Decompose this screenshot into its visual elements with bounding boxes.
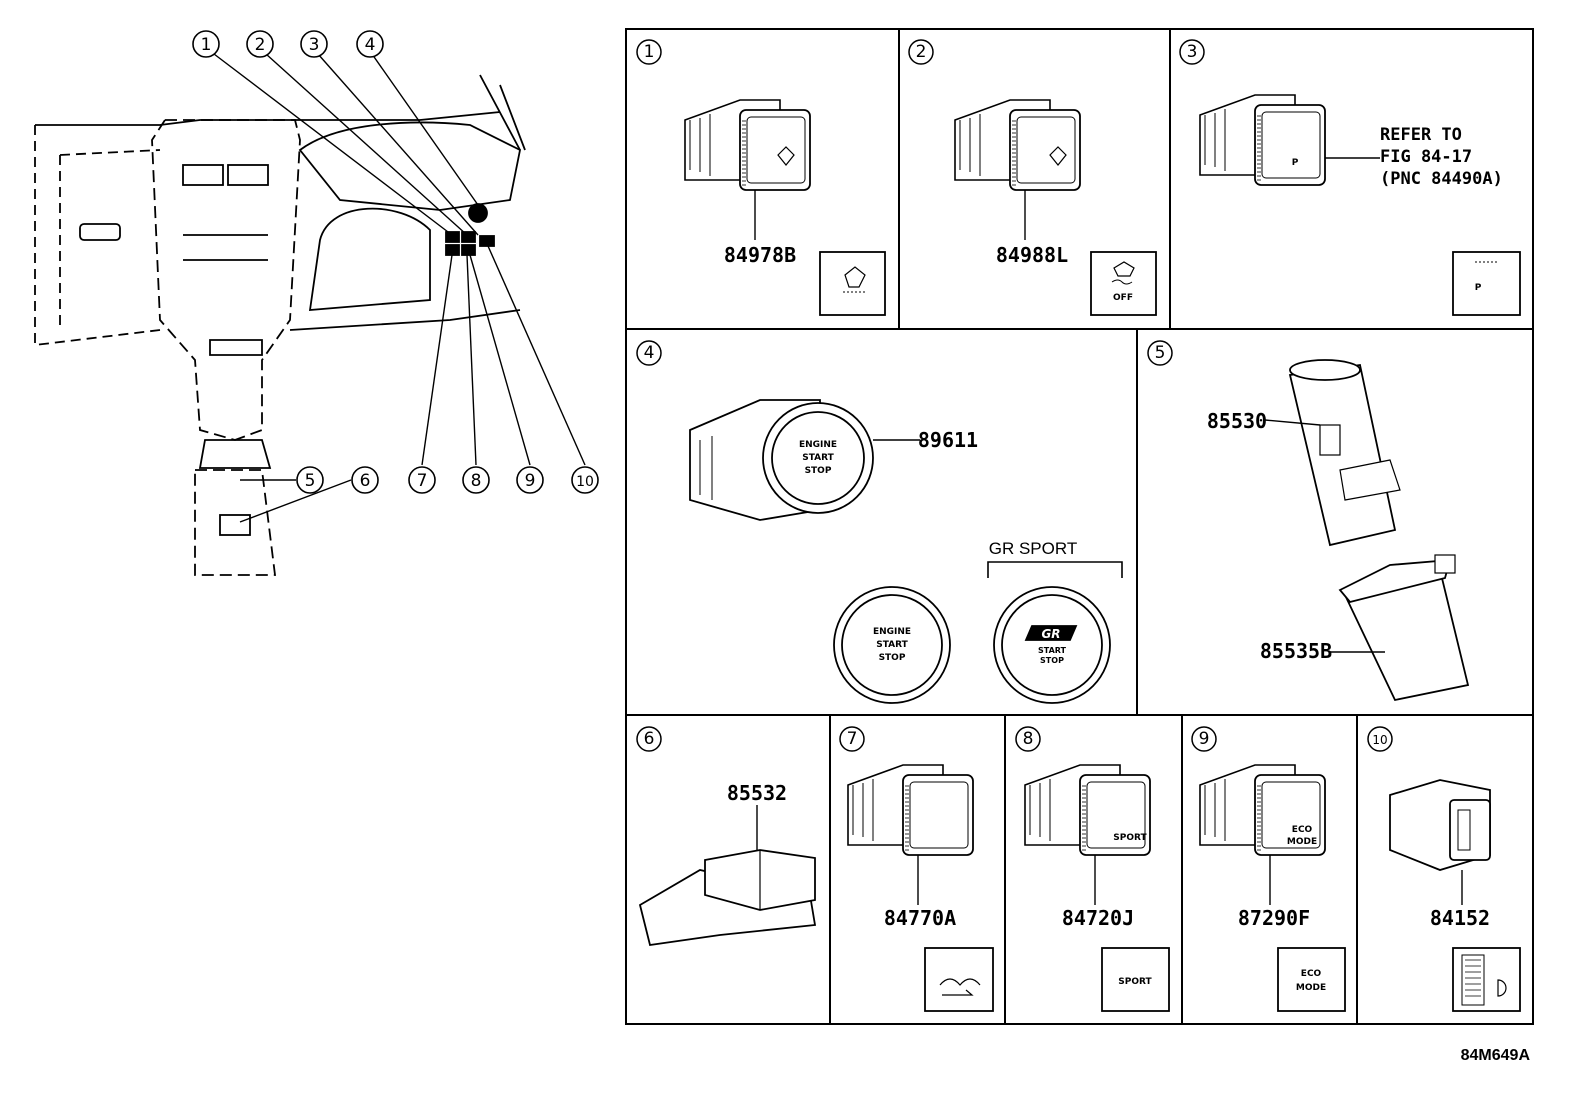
panel-3-refer-line-1: REFER TO bbox=[1380, 125, 1462, 145]
callout-1-label: 1 bbox=[201, 35, 212, 55]
callout-5-label: 5 bbox=[305, 471, 316, 491]
panel-2-switch-drawing bbox=[954, 99, 1157, 316]
callout-6-label: 6 bbox=[360, 471, 371, 491]
callout-leaders bbox=[213, 53, 586, 523]
panel-3-icon-text: P bbox=[1475, 283, 1482, 293]
panel-8-part-number: 84720J bbox=[1062, 906, 1134, 930]
engine-btn2-line-2: START bbox=[876, 640, 908, 650]
panel-9-switch-drawing bbox=[1199, 764, 1346, 1012]
figure-code: 84M649A bbox=[1461, 1047, 1531, 1064]
callout-10-label: 10 bbox=[576, 474, 594, 490]
panel-10-part-number: 84152 bbox=[1430, 906, 1490, 930]
engine-btn-line-2: START bbox=[802, 453, 834, 463]
callout-circles bbox=[192, 30, 599, 494]
panel-5-part-b: 85535B bbox=[1260, 639, 1332, 663]
parts-grid-frame bbox=[625, 28, 1534, 1025]
panel-8-switch-text: SPORT bbox=[1113, 833, 1147, 843]
panel-7-part-number: 84770A bbox=[884, 906, 956, 930]
panel-3-switch-icon: P bbox=[1292, 158, 1299, 168]
panel-9-part-number: 87290F bbox=[1238, 906, 1310, 930]
gr-btn-line-1: START bbox=[1038, 646, 1067, 655]
panel-7-switch-drawing bbox=[847, 764, 994, 1012]
panel-1-switch-drawing bbox=[684, 99, 886, 316]
panel-1-part-number: 84978B bbox=[724, 243, 796, 267]
panel-9-icon-line-2: MODE bbox=[1296, 983, 1326, 993]
engine-btn2-line-3: STOP bbox=[879, 653, 906, 663]
callout-3-label: 3 bbox=[309, 35, 320, 55]
callout-2-label: 2 bbox=[255, 35, 266, 55]
panel-7-number: 7 bbox=[847, 729, 858, 749]
panel-2-number: 2 bbox=[916, 42, 927, 62]
panel-9-switch-line-2: MODE bbox=[1287, 837, 1317, 847]
panel-3-refer-line-3: (PNC 84490A) bbox=[1380, 169, 1503, 189]
panel-3-switch-drawing bbox=[1199, 94, 1521, 316]
callout-7-label: 7 bbox=[417, 471, 428, 491]
panel-4-number: 4 bbox=[644, 343, 655, 363]
panel-8-switch-drawing bbox=[1024, 764, 1170, 1012]
panel-5-part-a: 85530 bbox=[1207, 409, 1267, 433]
panel-10-switch-drawing bbox=[1389, 779, 1521, 1012]
gr-sport-label: GR SPORT bbox=[989, 539, 1077, 558]
engine-btn-line-1: ENGINE bbox=[799, 440, 837, 450]
callout-9-label: 9 bbox=[525, 471, 536, 491]
panel-6-number: 6 bbox=[644, 729, 655, 749]
panel-9-number: 9 bbox=[1199, 729, 1210, 749]
panel-8-icon-text: SPORT bbox=[1118, 977, 1152, 987]
callout-8-label: 8 bbox=[471, 471, 482, 491]
console-overview-drawing bbox=[34, 74, 526, 576]
panel-10-number: 10 bbox=[1372, 733, 1387, 747]
engine-btn2-line-1: ENGINE bbox=[873, 627, 911, 637]
panel-4-start-button-drawing bbox=[689, 399, 1123, 704]
panel-8-number: 8 bbox=[1023, 729, 1034, 749]
panel-9-switch-line-1: ECO bbox=[1292, 825, 1313, 835]
engine-btn-line-3: STOP bbox=[805, 466, 832, 476]
gr-logo-text: GR bbox=[1041, 627, 1060, 641]
gr-btn-line-2: STOP bbox=[1040, 656, 1064, 665]
panel-6-switch-drawing bbox=[638, 805, 817, 947]
panel-9-icon-line-1: ECO bbox=[1301, 969, 1322, 979]
callout-4-label: 4 bbox=[365, 35, 376, 55]
panel-2-icon-text: OFF bbox=[1113, 293, 1133, 303]
panel-3-refer-line-2: FIG 84-17 bbox=[1380, 147, 1472, 167]
panel-3-number: 3 bbox=[1187, 42, 1198, 62]
panel-1-number: 1 bbox=[644, 42, 655, 62]
panel-5-socket-drawing bbox=[1264, 359, 1470, 702]
panel-4-part-number: 89611 bbox=[918, 428, 978, 452]
panel-5-number: 5 bbox=[1155, 343, 1166, 363]
panel-6-part-number: 85532 bbox=[727, 781, 787, 805]
panel-2-part-number: 84988L bbox=[996, 243, 1068, 267]
